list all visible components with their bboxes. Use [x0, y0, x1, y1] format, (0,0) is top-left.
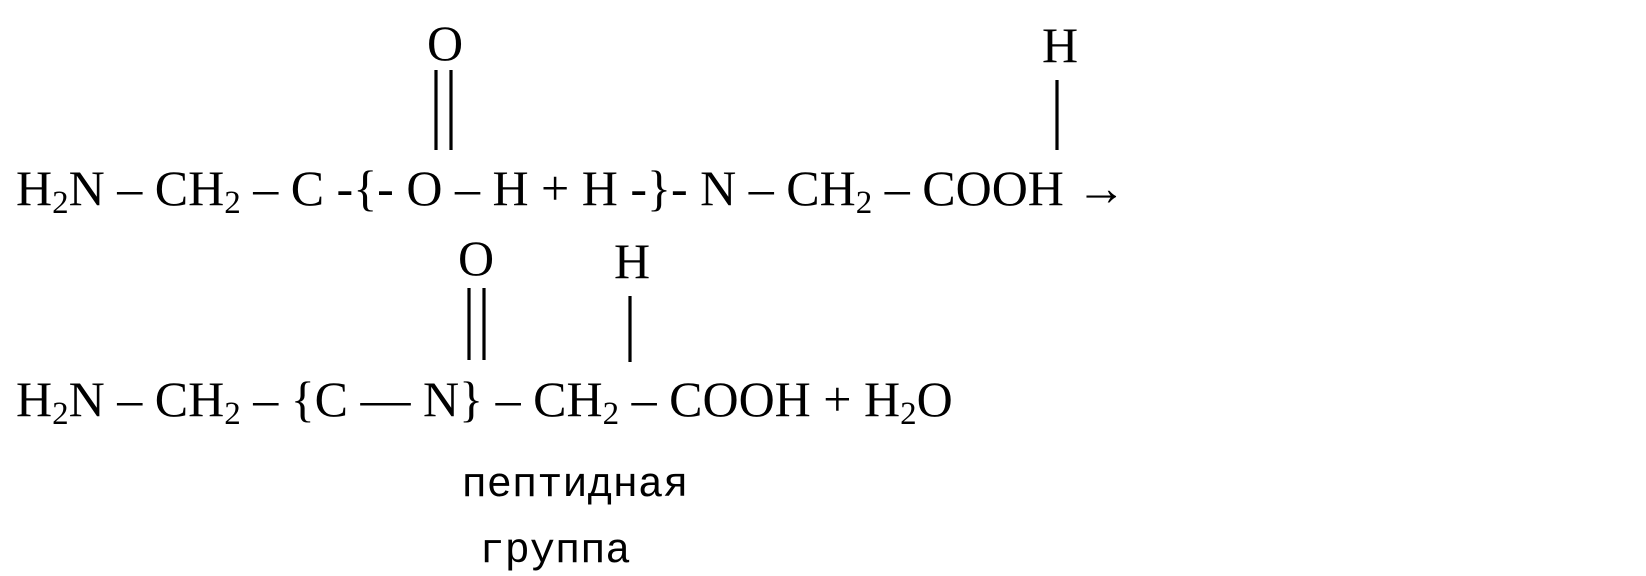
peptide-group-caption-line1: пептидная — [462, 461, 689, 509]
products-line: H2N – CH2 – {C — N} – CH2 – COOH + H2O — [16, 371, 953, 432]
amine-hydrogen-bottom: H — [614, 233, 650, 289]
reactants-line: H2N – CH2 – C -{- O – H + H -}- N – CH2 … — [16, 160, 1126, 221]
carbonyl-oxygen-bottom: O — [458, 230, 494, 286]
amine-hydrogen-top: H — [1042, 17, 1078, 73]
peptide-group-caption-line2: группа — [479, 527, 630, 575]
carbonyl-oxygen-top: O — [427, 15, 463, 71]
